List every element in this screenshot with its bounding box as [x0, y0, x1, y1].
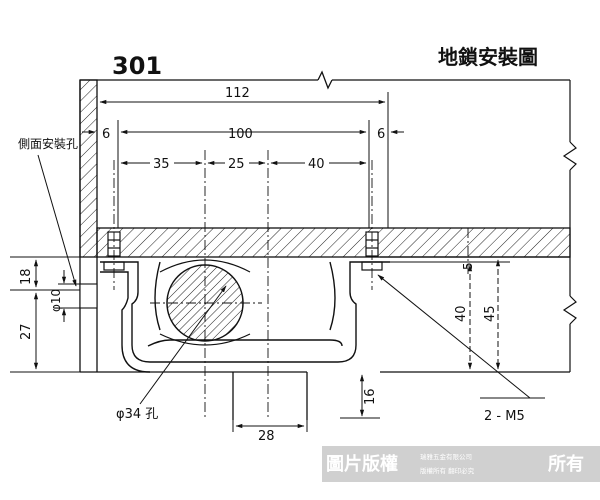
- watermark-line2: 版權所有 翻印必究: [420, 466, 475, 475]
- top-plate: [96, 227, 571, 258]
- bolt-hole-leader: [139, 285, 227, 405]
- dim-inner: [82, 120, 404, 228]
- model-number: 301: [112, 52, 162, 80]
- dim-right-top-label: 5: [461, 262, 475, 270]
- watermark-tail: 所有: [548, 453, 584, 475]
- frame-right-break: [562, 80, 577, 372]
- bolts-leader: [377, 274, 531, 399]
- center-lines: [113, 150, 469, 420]
- dim-left-lower-label: 27: [19, 323, 34, 340]
- frame-top-line: [80, 70, 570, 90]
- side-hole-leader: [37, 154, 77, 287]
- dim-left-hole-label: φ10: [49, 289, 63, 312]
- dim-left: [10, 256, 80, 373]
- dim-gap-left-label: 6: [102, 127, 110, 142]
- dim-inner-label: 100: [228, 127, 253, 142]
- lock-body: [100, 261, 390, 373]
- dim-overall: [96, 92, 389, 228]
- side-hole: [79, 283, 98, 309]
- dim-seg-c-label: 40: [308, 157, 325, 172]
- dim-right-outer-label: 45: [483, 305, 498, 322]
- left-wall: [79, 79, 233, 373]
- side-hole-label: 側面安裝孔: [18, 136, 78, 151]
- dim-c-bg: [305, 156, 329, 170]
- copyright-watermark: 圖片版權 瑞雅五金有限公司 版權所有 翻印必究 所有: [322, 446, 600, 482]
- dim-right-inner-label: 40: [454, 305, 469, 322]
- watermark-main: 圖片版權: [326, 453, 398, 475]
- dim-bottom-width-label: 28: [258, 429, 275, 444]
- dim-gap-right-label: 6: [377, 127, 385, 142]
- dim-left-upper-label: 18: [19, 268, 34, 285]
- bolts-label: 2 - M5: [484, 409, 525, 424]
- dim-b-bg: [225, 156, 249, 170]
- dim-bottom-height-label: 16: [363, 388, 378, 405]
- dim-overall-label: 112: [225, 86, 250, 101]
- bolt-hole-label: φ34 孔: [116, 407, 158, 422]
- dim-right: [390, 259, 510, 370]
- dim-seg-a-label: 35: [153, 157, 170, 172]
- dim-a-bg: [150, 156, 174, 170]
- dim-bottom: [232, 374, 380, 432]
- drawing-title: 地鎖安裝圖: [438, 45, 538, 69]
- watermark-line1: 瑞雅五金有限公司: [420, 452, 472, 461]
- dim-seg-b-label: 25: [228, 157, 245, 172]
- bottom-hole: [232, 371, 308, 420]
